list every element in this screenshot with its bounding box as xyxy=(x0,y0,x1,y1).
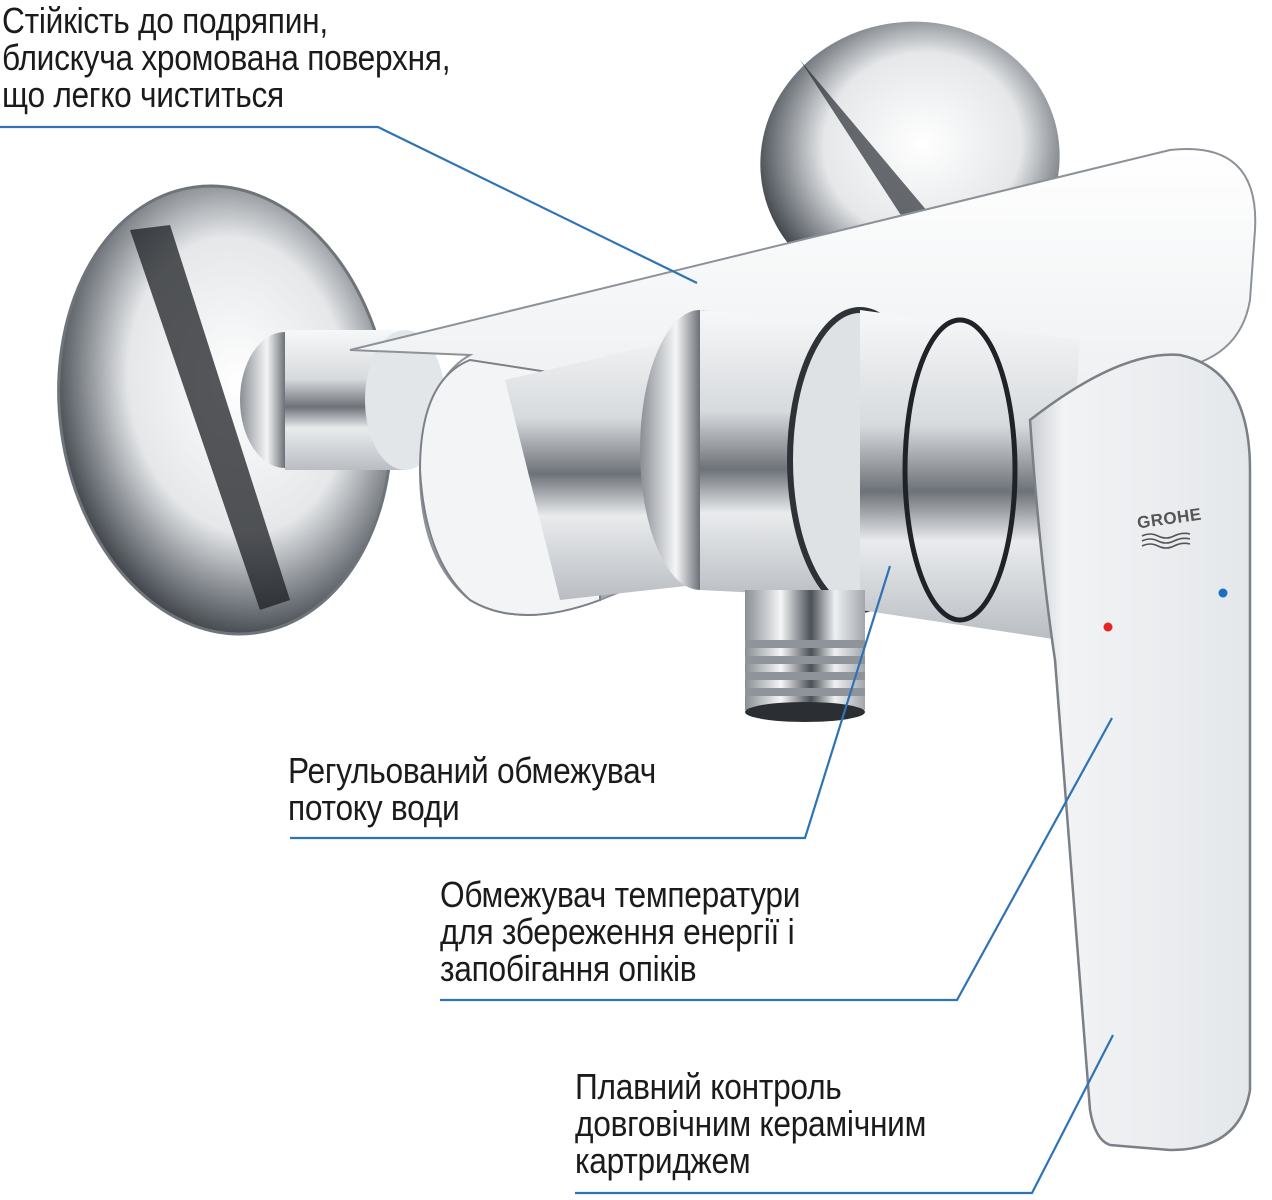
brand-waves-icon xyxy=(1141,532,1191,549)
cold-indicator-icon xyxy=(1218,588,1228,598)
lever-handle xyxy=(1028,353,1252,1152)
callout-line: Стійкість до подряпин, xyxy=(2,0,328,41)
callout-line: потоку води xyxy=(288,787,460,828)
callout-temperature-limiter: Обмежувач температури для збереження ене… xyxy=(440,876,800,987)
leader-line-scratch-resistance xyxy=(0,125,698,284)
left-wall-rosette xyxy=(57,184,393,636)
leader-line-flow-limiter xyxy=(290,565,892,840)
callout-line: блискуча хромована поверхня, xyxy=(2,37,451,78)
callout-line: запобігання опіків xyxy=(440,948,697,989)
leader-line-ceramic-cartridge xyxy=(575,1034,1114,1195)
callout-flow-limiter: Регульований обмежувач потоку води xyxy=(288,752,656,826)
callout-ceramic-cartridge: Плавний контроль довговічним керамічним … xyxy=(575,1068,926,1179)
leader-lines xyxy=(0,125,1114,1195)
callout-scratch-resistance: Стійкість до подряпин, блискуча хромован… xyxy=(2,0,451,115)
callout-line: Регульований обмежувач xyxy=(288,750,657,791)
leader-line-temperature-limiter xyxy=(440,717,1113,1002)
callout-line: Плавний контроль xyxy=(575,1066,842,1107)
mixer-body xyxy=(349,148,1257,640)
callout-line: довговічним керамічним xyxy=(575,1103,927,1144)
callout-line: Обмежувач температури xyxy=(440,874,801,915)
hot-indicator-icon xyxy=(1103,622,1113,632)
callout-line: що легко чиститься xyxy=(2,74,284,115)
callout-line: для збереження енергії і xyxy=(440,911,795,952)
callout-line: картриджем xyxy=(575,1140,751,1181)
shower-outlet xyxy=(745,590,865,722)
